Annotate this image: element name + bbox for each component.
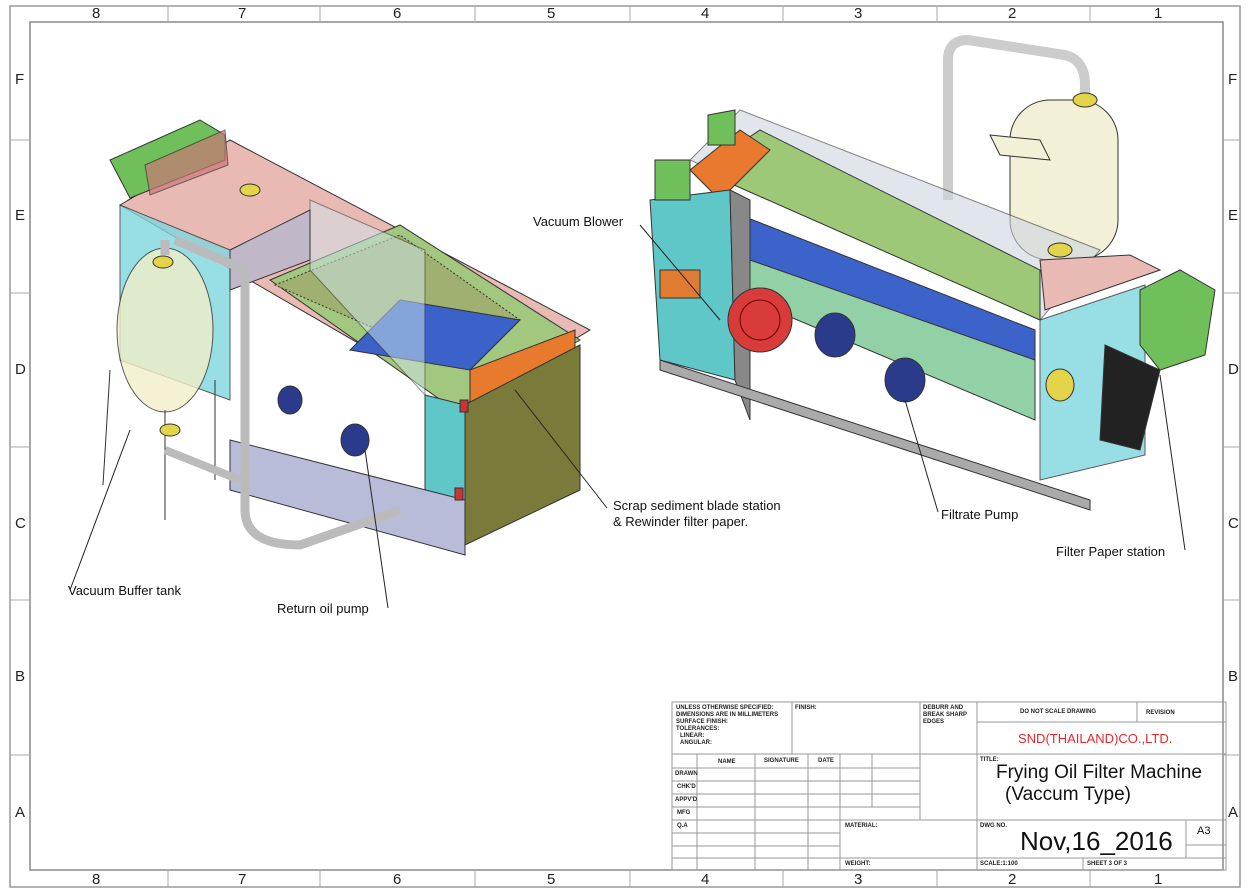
- zone-column-label: 3: [854, 871, 863, 888]
- machine-right-isometric: [649, 34, 1216, 511]
- scale-label: SCALE:1:100: [980, 861, 1018, 867]
- note-line: SURFACE FINISH:: [676, 719, 729, 725]
- zone-column-label: 2: [1008, 871, 1017, 888]
- drawing-title-line2: (Vaccum Type): [1005, 784, 1132, 805]
- zone-column-label: 4: [701, 5, 710, 22]
- callout-vacuum-buffer-tank: Vacuum Buffer tank: [68, 583, 181, 598]
- zone-column-label: 1: [1154, 871, 1163, 888]
- drawing-title-line1: Frying Oil Filter Machine: [996, 762, 1202, 783]
- row-label-approved: APPV'D: [675, 797, 698, 803]
- zone-row-label: B: [1228, 668, 1239, 685]
- zone-row-label: E: [15, 207, 26, 224]
- callout-filter-paper-station: Filter Paper station: [1056, 544, 1166, 559]
- zone-column-label: 5: [547, 871, 556, 888]
- note-line: ANGULAR:: [680, 740, 712, 746]
- note-line: LINEAR:: [680, 733, 705, 739]
- zone-column-label: 8: [92, 5, 101, 22]
- note-line: BREAK SHARP: [923, 712, 968, 718]
- do-not-scale-label: DO NOT SCALE DRAWING: [1020, 709, 1096, 715]
- zone-row-label: B: [15, 668, 26, 685]
- zone-row-label: F: [15, 71, 25, 88]
- title-block-grid: [671, 701, 1227, 871]
- weight-label: WEIGHT:: [845, 861, 871, 867]
- zone-row-label: C: [15, 515, 26, 532]
- note-line: TOLERANCES:: [676, 726, 720, 732]
- zone-column-label: 8: [92, 871, 101, 888]
- note-line: EDGES: [923, 719, 945, 725]
- zone-row-label: D: [1228, 361, 1239, 378]
- row-label-qa: Q.A: [677, 823, 688, 829]
- zone-row-label: A: [1228, 804, 1239, 821]
- sheet-number: SHEET 3 OF 3: [1087, 861, 1128, 867]
- row-label-mfg: MFG: [677, 810, 691, 816]
- company-name: SND(THAILAND)CO.,LTD.: [1018, 731, 1173, 746]
- zone-column-label: 2: [1008, 5, 1017, 22]
- note-line: UNLESS OTHERWISE SPECIFIED:: [676, 705, 774, 711]
- callout-return-oil-pump: Return oil pump: [277, 601, 369, 616]
- finish-label: FINISH:: [795, 705, 817, 711]
- inner-border: [29, 21, 1224, 871]
- zone-row-label: F: [1228, 71, 1238, 88]
- zone-column-label: 6: [393, 871, 402, 888]
- callout-filtrate-pump: Filtrate Pump: [941, 507, 1019, 522]
- note-line: DIMENSIONS ARE IN MILLIMETERS: [676, 712, 779, 718]
- zone-row-label: E: [1228, 207, 1239, 224]
- machine-left-isometric: [102, 119, 592, 556]
- tolerance-notes: UNLESS OTHERWISE SPECIFIED:DIMENSIONS AR…: [676, 705, 778, 747]
- note-line: DEBURR AND: [923, 705, 964, 711]
- material-label: MATERIAL:: [845, 823, 878, 829]
- zone-row-label: C: [1228, 515, 1239, 532]
- title-label: TITLE:: [980, 757, 999, 763]
- row-label-checked: CHK'D: [677, 784, 696, 790]
- col-header-date: DATE: [818, 758, 834, 764]
- callout-scrap-station: Scrap sediment blade station: [613, 498, 781, 513]
- col-header-signature: SIGNATURE: [764, 758, 799, 764]
- zone-column-label: 7: [238, 5, 247, 22]
- zone-row-label: A: [15, 804, 26, 821]
- row-label-drawn: DRAWN: [675, 771, 698, 777]
- zone-ticks: [10, 6, 1240, 887]
- callout-vacuum-blower: Vacuum Blower: [533, 214, 624, 229]
- zone-column-label: 4: [701, 871, 710, 888]
- zone-column-label: 5: [547, 5, 556, 22]
- zone-column-label: 1: [1154, 5, 1163, 22]
- zone-column-label: 7: [238, 871, 247, 888]
- zone-column-label: 3: [854, 5, 863, 22]
- col-header-name: NAME: [718, 759, 736, 765]
- leader-lines: [69, 224, 1186, 609]
- dwg-no-label: DWG NO.: [980, 823, 1007, 829]
- zone-column-label: 6: [393, 5, 402, 22]
- drawing-number: Nov,16_2016: [1020, 826, 1173, 856]
- revision-label: REVISION: [1146, 710, 1175, 716]
- callout-rewinder: & Rewinder filter paper.: [613, 514, 749, 529]
- sheet-size: A3: [1197, 825, 1211, 837]
- zone-row-label: D: [15, 361, 26, 378]
